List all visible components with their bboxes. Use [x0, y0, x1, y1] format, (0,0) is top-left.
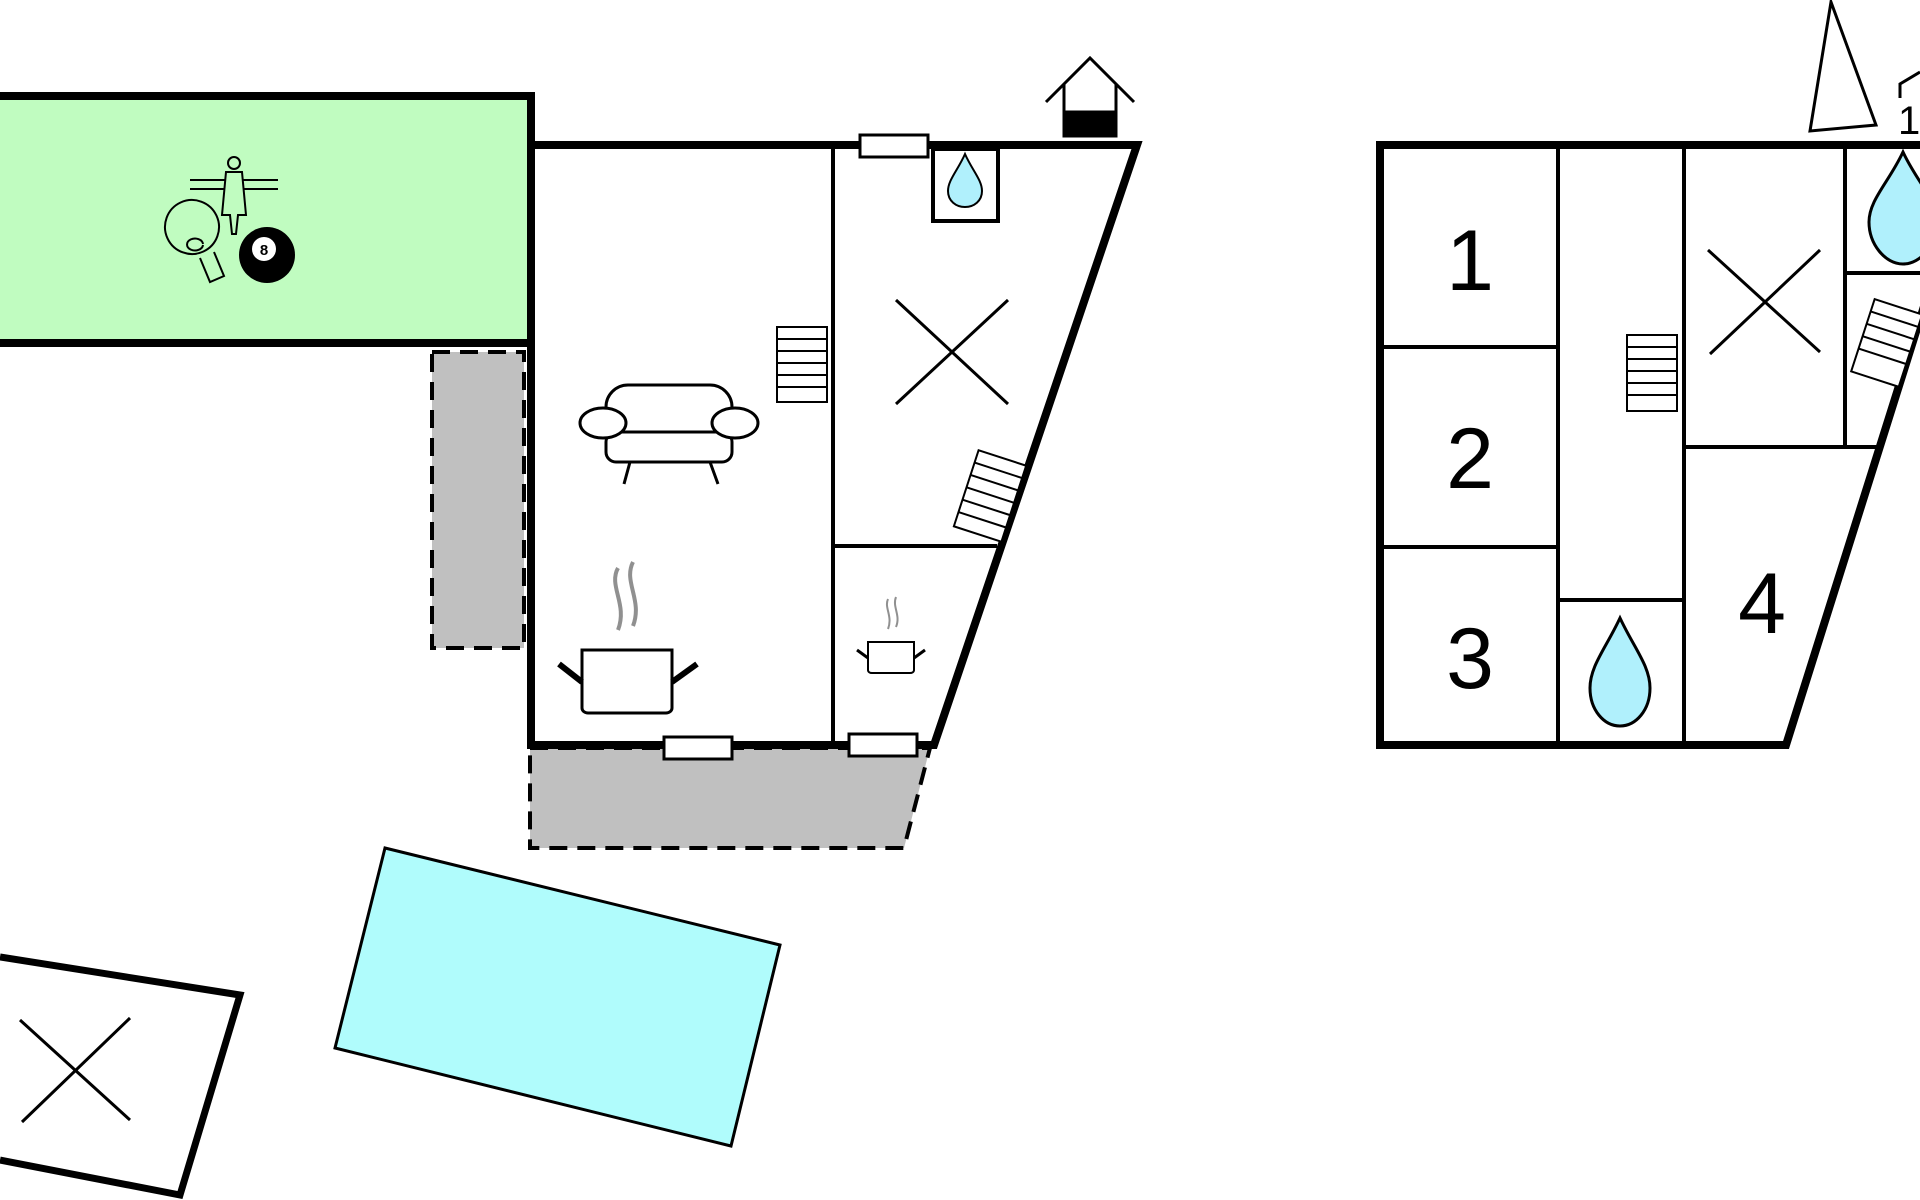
- north-label: 1: [1898, 99, 1920, 143]
- north-arrow-icon: [1808, 0, 1879, 133]
- room-number: 4: [1738, 556, 1786, 652]
- stairs-icon: [952, 448, 1028, 544]
- window-icon: [847, 732, 919, 758]
- room-number: 1: [1446, 213, 1494, 309]
- stairs-icon: [776, 326, 828, 403]
- ground-floor-building: [527, 141, 1143, 749]
- window-icon: [858, 133, 930, 159]
- bed-cross-icon: [894, 298, 1010, 406]
- room-number: 2: [1446, 411, 1494, 507]
- stairs-icon: [1626, 334, 1678, 412]
- terrace-bottom: [528, 746, 933, 850]
- swimming-pool: [333, 846, 782, 1148]
- ping-pong-icon: [164, 199, 226, 284]
- water-drop-icon: [1867, 148, 1920, 266]
- svg-text:8: 8: [260, 242, 268, 259]
- sofa-icon: [578, 383, 760, 485]
- foosball-icon: [190, 156, 278, 235]
- outbuilding: [0, 953, 245, 1200]
- cooking-pot-icon: [557, 561, 699, 715]
- cooking-pot-icon: [856, 596, 926, 674]
- ground-bathroom: [931, 147, 1000, 223]
- water-drop-icon: [946, 151, 984, 209]
- stairs-icon: [1849, 297, 1920, 389]
- house-icon: [1044, 55, 1136, 138]
- room-number: 3: [1446, 611, 1494, 707]
- bed-cross-icon: [1706, 248, 1822, 356]
- terrace-side: [430, 350, 526, 650]
- upper-floor-building: [1376, 141, 1920, 749]
- game-room: [0, 92, 535, 347]
- north-arrow-icon: [1898, 70, 1920, 98]
- water-drop-icon: [1588, 614, 1652, 728]
- billiard-ball-icon: 8: [239, 227, 295, 283]
- window-icon: [662, 735, 734, 761]
